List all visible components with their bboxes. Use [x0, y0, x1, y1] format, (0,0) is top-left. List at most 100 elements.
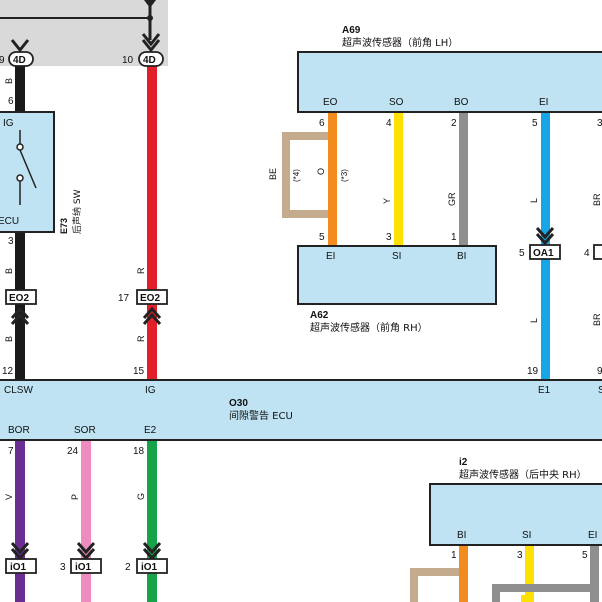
- wire-green: [147, 440, 157, 602]
- wire-note-4: (*4): [292, 169, 301, 182]
- wire-label-br-low: BR: [592, 313, 602, 326]
- io1-b-pin: 3: [60, 562, 66, 573]
- a62-name: 超声波传感器（前角 RH）: [310, 321, 428, 334]
- i2-num-5: 5: [582, 550, 588, 561]
- o30-pin-e2: E2: [144, 425, 157, 436]
- a69-pin-so: SO: [389, 97, 404, 108]
- eo2-left-label: EO2: [9, 293, 29, 304]
- a62-num-3: 3: [386, 232, 392, 243]
- wire-label-r-low: R: [136, 335, 146, 342]
- wire-label-b-low: B: [4, 336, 14, 342]
- c4d-left-label: 4D: [13, 55, 26, 66]
- eo2-right-label: EO2: [140, 293, 160, 304]
- wire-violet: [15, 440, 25, 602]
- wire-pink: [81, 440, 91, 602]
- a69-num-4: 4: [386, 118, 392, 129]
- o30-pin-ig: IG: [145, 385, 156, 396]
- wire-yellow-i2: [525, 545, 534, 602]
- oa1-pin-right: 4: [584, 248, 590, 259]
- wire-orange: [328, 112, 337, 246]
- wire-red: [147, 66, 157, 380]
- wire-label-o: O: [316, 168, 326, 175]
- wire-label-br-top: BR: [592, 193, 602, 206]
- wire-gray-i2: [590, 545, 599, 602]
- a69-pin-eo: EO: [323, 97, 338, 108]
- a62-num-1: 1: [451, 232, 457, 243]
- a69-pin-ei: EI: [539, 97, 548, 108]
- io1-c-pin: 2: [125, 562, 131, 573]
- io1-a-label: iO1: [10, 562, 27, 573]
- a69-pin-bo: BO: [454, 97, 469, 108]
- o30-pin-e1: E1: [538, 385, 551, 396]
- wire-yellow: [394, 112, 403, 246]
- o30-pin-s: S: [598, 385, 602, 396]
- e73-name: 后声纳 SW: [71, 189, 83, 234]
- wire-label-l-low: L: [529, 318, 539, 323]
- connector-eo2-right: [136, 289, 168, 325]
- i2-name: 超声波传感器（后中央 RH）: [459, 468, 587, 481]
- o30-num-18: 18: [133, 446, 145, 457]
- o30-num-9: 9: [597, 366, 602, 377]
- wire-label-g: G: [136, 493, 146, 500]
- i2-num-1: 1: [451, 550, 457, 561]
- a62-pin-si: SI: [392, 251, 401, 262]
- wire-label-b-mid: B: [4, 268, 14, 274]
- wire-label-l-top: L: [529, 198, 539, 203]
- wire-gray-loop-i2: [492, 584, 590, 602]
- wire-label-b-top: B: [4, 78, 14, 84]
- e73-label-ecu: ECU: [0, 216, 19, 227]
- connector-io1-b: [70, 542, 102, 574]
- o30-num-19: 19: [527, 366, 539, 377]
- a69-num-5: 5: [532, 118, 538, 129]
- a69-box: [297, 51, 602, 113]
- oa1-pin-left: 5: [519, 248, 525, 259]
- eo2-right-pin: 17: [118, 293, 130, 304]
- i2-box: [429, 483, 602, 546]
- i2-pin-ei: EI: [588, 530, 597, 541]
- connector-io1-c: [136, 542, 168, 574]
- wire-label-be: BE: [268, 168, 278, 180]
- o30-pin-sor: SOR: [74, 425, 96, 436]
- o30-num-15: 15: [133, 366, 145, 377]
- wire-beige-loop: [282, 132, 328, 218]
- c4d-left-pin: 9: [0, 55, 5, 66]
- a69-num-2: 2: [451, 118, 457, 129]
- o30-num-24: 24: [67, 446, 79, 457]
- connector-eo2-left: [5, 289, 37, 325]
- a69-id: A69: [342, 25, 361, 36]
- i2-num-3: 3: [517, 550, 523, 561]
- io1-b-label: iO1: [75, 562, 92, 573]
- wire-black-low: [15, 232, 25, 380]
- wire-label-p: P: [70, 494, 80, 500]
- a69-num-6: 6: [319, 118, 325, 129]
- wire-label-y: Y: [382, 198, 392, 204]
- o30-num-7: 7: [8, 446, 14, 457]
- a69-num-3: 3: [597, 118, 602, 129]
- wire-orange-i2: [459, 545, 468, 602]
- io1-c-label: iO1: [141, 562, 158, 573]
- connector-4d-left: [8, 39, 34, 67]
- e73-num-6: 6: [8, 96, 14, 107]
- e73-box: [0, 111, 55, 233]
- a62-pin-ei: EI: [326, 251, 335, 262]
- connector-oa1: [529, 227, 602, 260]
- a62-pin-bi: BI: [457, 251, 466, 262]
- a62-id: A62: [310, 310, 329, 321]
- i2-pin-si: SI: [522, 530, 531, 541]
- a62-box: [297, 245, 497, 305]
- i2-pin-bi: BI: [457, 530, 466, 541]
- connector-4d-right: [138, 33, 164, 67]
- oa1-label: OA1: [533, 248, 554, 259]
- c4d-right-label: 4D: [143, 55, 156, 66]
- c4d-right-pin: 10: [122, 55, 134, 66]
- wire-label-r-mid: R: [136, 267, 146, 274]
- wire-note-3: (*3): [340, 169, 349, 182]
- wire-black-top: [15, 66, 25, 112]
- wire-label-gr: GR: [447, 192, 457, 206]
- o30-num-12: 12: [2, 366, 14, 377]
- wire-beige-i2: [410, 568, 459, 602]
- o30-pin-clsw: CLSW: [4, 385, 33, 396]
- o30-pin-bor: BOR: [8, 425, 30, 436]
- connector-io1-a: [5, 542, 37, 574]
